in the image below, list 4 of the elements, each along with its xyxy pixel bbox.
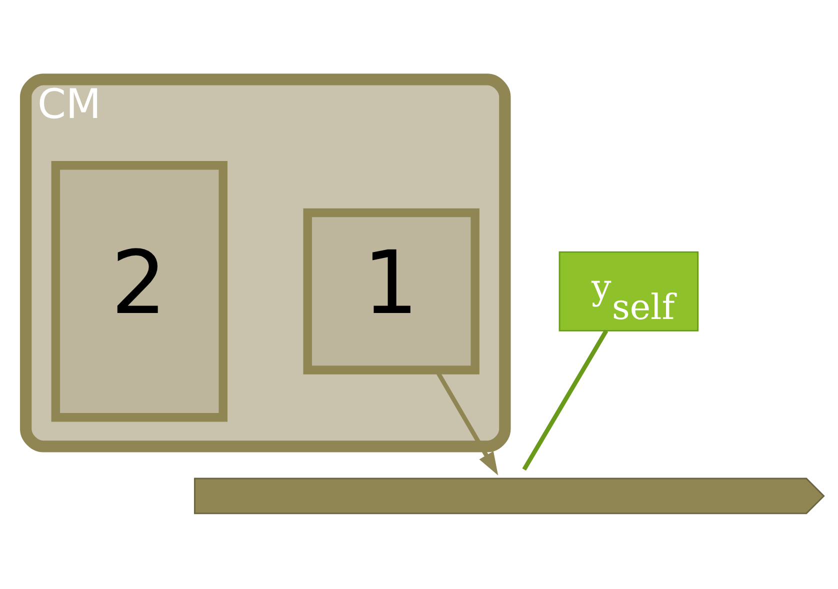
node-box: 2 <box>51 160 228 422</box>
node-box: 1 <box>303 208 480 374</box>
node-bar <box>194 477 825 514</box>
connector <box>522 329 608 470</box>
